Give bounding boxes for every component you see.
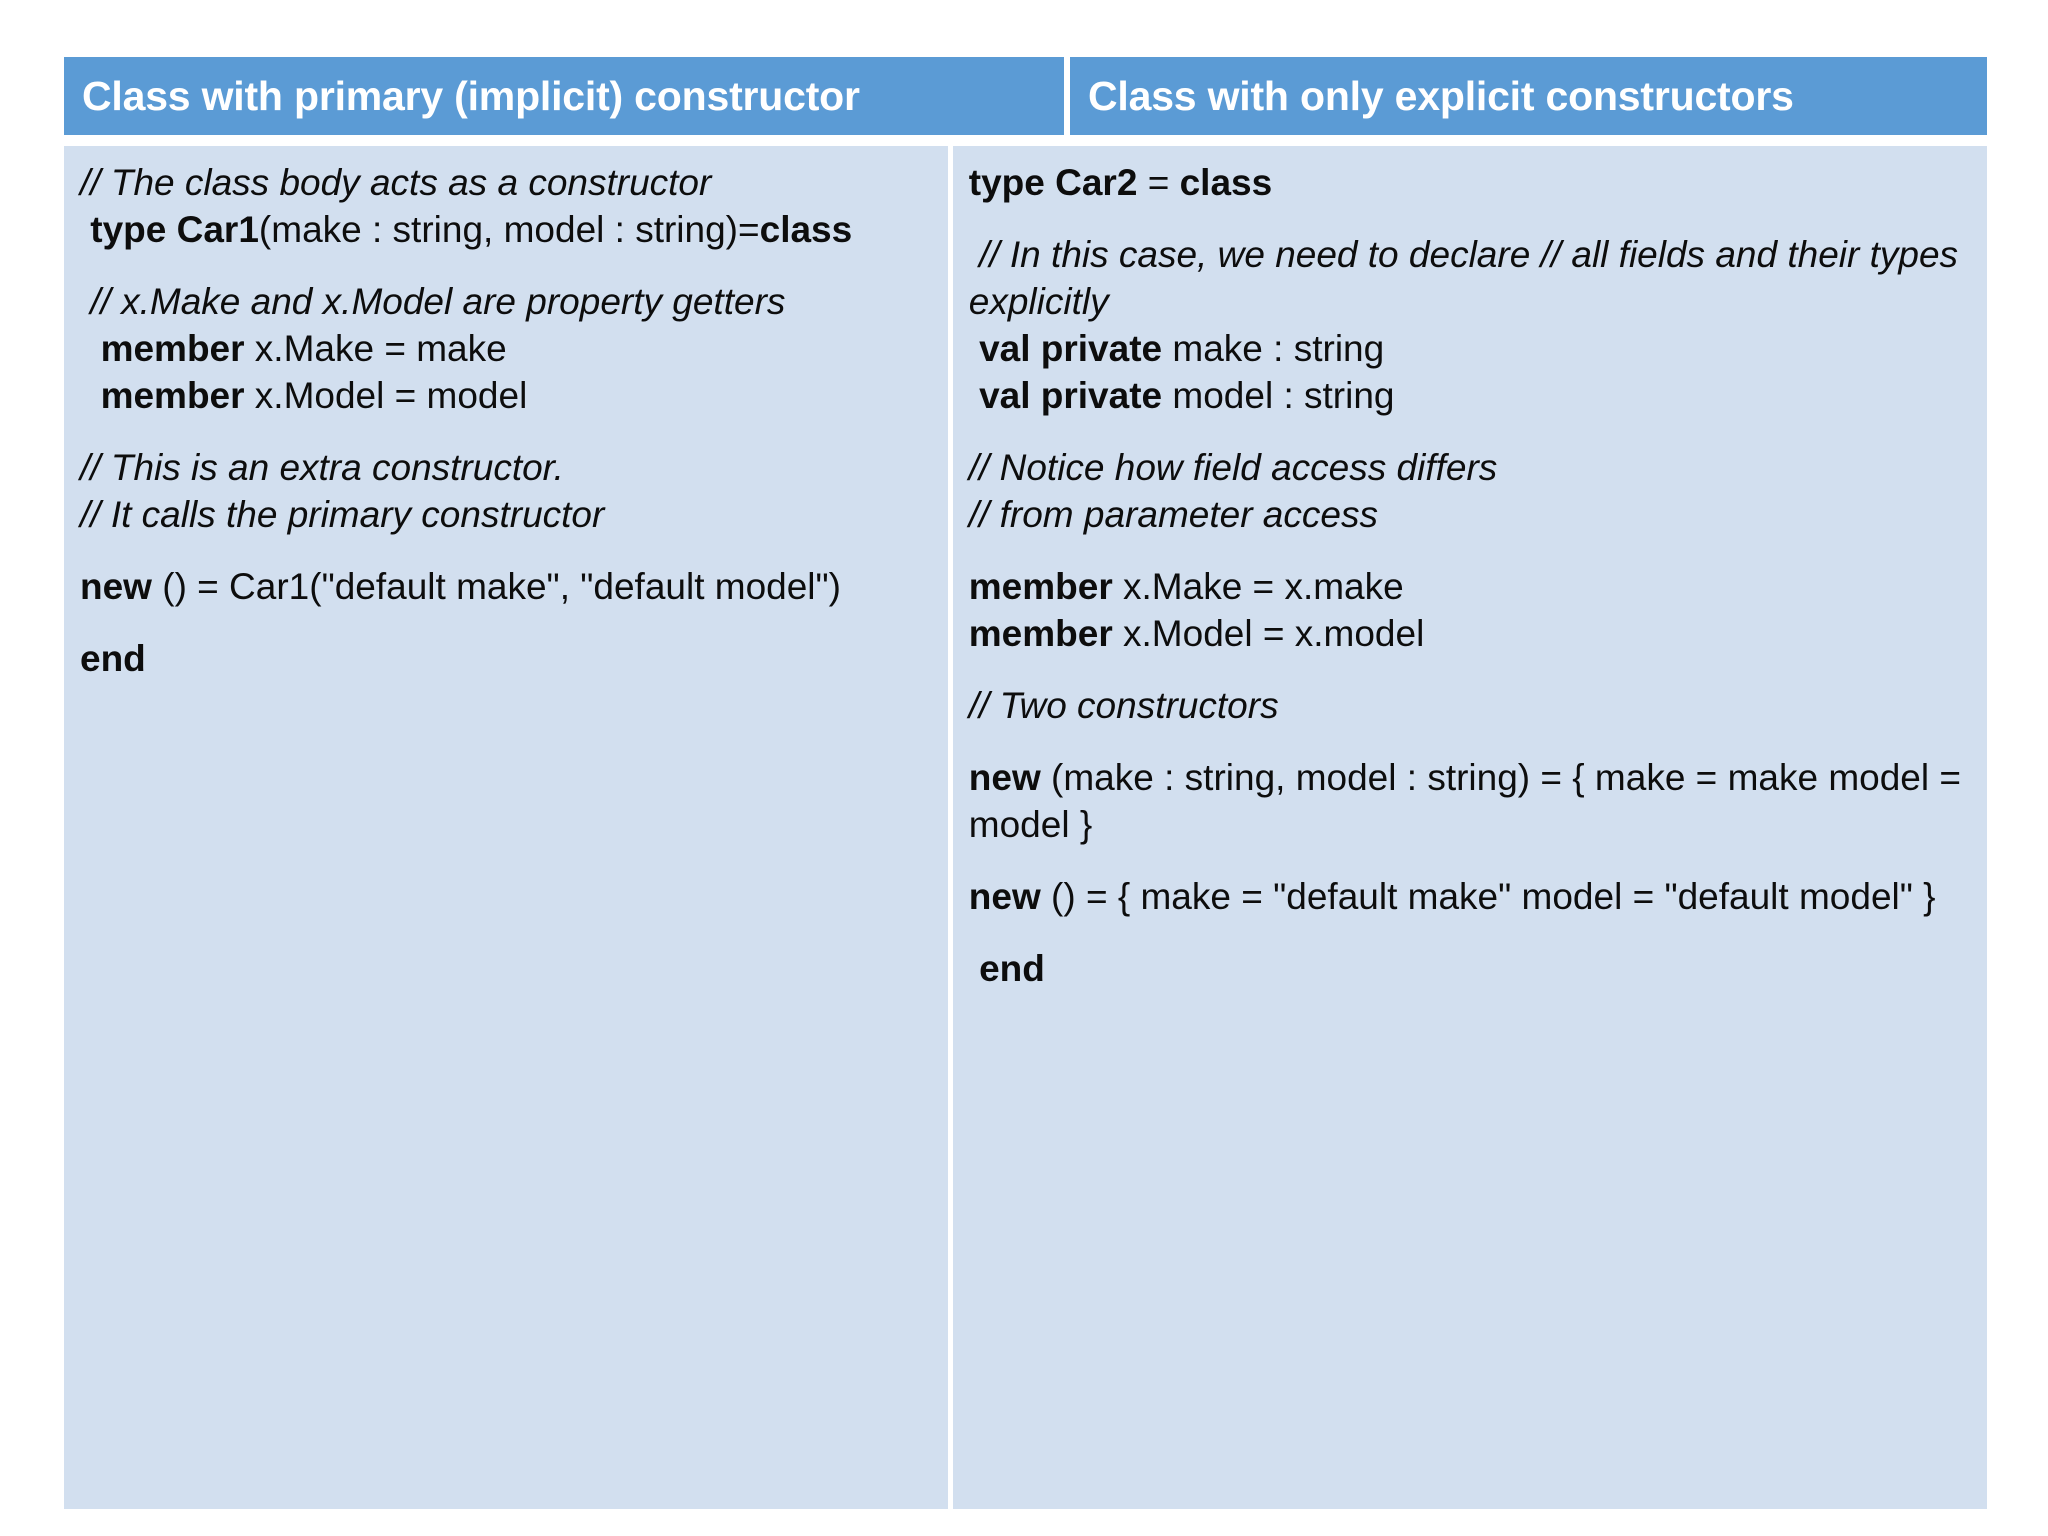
- code-comment-line: // It calls the primary constructor: [80, 492, 932, 539]
- code-text: model : string: [1162, 374, 1395, 416]
- code-comment-line: // from parameter access: [969, 492, 1971, 539]
- code-text: [80, 328, 101, 369]
- code-block-explicit-constructors: type Car2 = class // In this case, we ne…: [969, 160, 1971, 993]
- comment-text: // from parameter access: [968, 493, 1378, 535]
- code-text: [969, 948, 979, 989]
- code-line: new () = { make = "default make" model =…: [969, 874, 1971, 921]
- code-keyword: val private: [979, 374, 1163, 416]
- table-header-row: Class with primary (implicit) constructo…: [64, 57, 1987, 135]
- code-keyword: new: [80, 565, 152, 607]
- code-blank-line: [969, 658, 1971, 683]
- code-line: val private model : string: [969, 373, 1971, 420]
- code-text: [969, 328, 979, 369]
- code-blank-line: [969, 420, 1971, 445]
- column-header-primary-constructor: Class with primary (implicit) constructo…: [64, 57, 1064, 135]
- code-line: member x.Make = make: [80, 326, 932, 373]
- code-keyword: val private: [979, 327, 1163, 369]
- code-text: =: [1137, 162, 1180, 203]
- code-comment-line: // x.Make and x.Model are property gette…: [80, 279, 932, 326]
- code-line: end: [969, 946, 1971, 993]
- code-blank-line: [969, 207, 1971, 232]
- code-text: [969, 375, 979, 416]
- code-keyword: class: [759, 208, 853, 250]
- code-cell-explicit-constructors: type Car2 = class // In this case, we ne…: [952, 146, 1988, 1509]
- code-line: member x.Model = model: [80, 373, 932, 420]
- code-text: x.Model = model: [244, 374, 528, 416]
- code-text: x.Model = x.model: [1112, 612, 1425, 654]
- code-blank-line: [969, 730, 1971, 755]
- code-keyword: member: [100, 374, 245, 416]
- header-column-divider: [1064, 57, 1070, 135]
- code-line: end: [80, 636, 932, 683]
- code-text: x.Make = make: [244, 327, 507, 369]
- code-keyword: new: [968, 875, 1041, 917]
- code-line: type Car2 = class: [969, 160, 1971, 207]
- code-comment-line: // In this case, we need to declare // a…: [969, 232, 1971, 326]
- column-header-explicit-constructors: Class with only explicit constructors: [1070, 57, 1987, 135]
- code-line: member x.Model = x.model: [969, 611, 1971, 658]
- code-keyword: end: [80, 637, 146, 679]
- code-comment-line: // Notice how field access differs: [969, 445, 1971, 492]
- comment-text: // It calls the primary constructor: [80, 493, 605, 535]
- code-line: new (make : string, model : string) = { …: [969, 755, 1971, 849]
- comparison-table: Class with primary (implicit) constructo…: [64, 57, 1988, 1509]
- code-comment-line: // This is an extra constructor.: [80, 445, 932, 492]
- code-keyword: member: [968, 565, 1113, 607]
- header-body-spacer: [64, 135, 1987, 146]
- code-cell-primary-constructor: // The class body acts as a constructor …: [64, 146, 948, 1509]
- code-text: make : string: [1162, 327, 1385, 369]
- code-keyword: class: [1179, 162, 1273, 203]
- comment-text: // Two constructors: [968, 684, 1279, 726]
- code-blank-line: [969, 539, 1971, 564]
- code-text: () = Car1("default make", "default model…: [151, 565, 841, 607]
- code-keyword: member: [968, 612, 1113, 654]
- code-text: () = { make = "default make" model = "de…: [1040, 875, 1936, 917]
- code-keyword: type Car1: [90, 208, 259, 250]
- comment-text: // In this case, we need to declare // a…: [968, 233, 1969, 322]
- code-text: [80, 209, 90, 250]
- code-line: type Car1(make : string, model : string)…: [80, 207, 932, 254]
- code-blank-line: [80, 420, 932, 445]
- code-comment-line: // Two constructors: [969, 683, 1971, 730]
- code-line: val private make : string: [969, 326, 1971, 373]
- code-text: x.Make = x.make: [1112, 565, 1404, 607]
- comment-text: // Notice how field access differs: [968, 446, 1498, 488]
- comment-text: // x.Make and x.Model are property gette…: [80, 280, 786, 322]
- code-keyword: type Car2: [968, 162, 1138, 203]
- code-blank-line: [80, 539, 932, 564]
- code-comment-line: // The class body acts as a constructor: [80, 160, 932, 207]
- comment-text: // The class body acts as a constructor: [80, 162, 712, 203]
- code-blank-line: [969, 849, 1971, 874]
- code-blank-line: [969, 921, 1971, 946]
- code-line: member x.Make = x.make: [969, 564, 1971, 611]
- code-text: [80, 375, 101, 416]
- code-block-primary-constructor: // The class body acts as a constructor …: [80, 160, 932, 683]
- code-keyword: member: [100, 327, 245, 369]
- code-keyword: new: [968, 756, 1041, 798]
- code-blank-line: [80, 611, 932, 636]
- body-column-divider: [947, 146, 953, 1509]
- code-blank-line: [80, 254, 932, 279]
- code-line: new () = Car1("default make", "default m…: [80, 564, 932, 611]
- comment-text: // This is an extra constructor.: [80, 446, 564, 488]
- code-keyword: end: [979, 947, 1045, 989]
- code-text: (make : string, model : string) = { make…: [968, 756, 1972, 845]
- code-text: (make : string, model : string)=: [258, 208, 760, 250]
- table-body-row: // The class body acts as a constructor …: [64, 146, 1988, 1509]
